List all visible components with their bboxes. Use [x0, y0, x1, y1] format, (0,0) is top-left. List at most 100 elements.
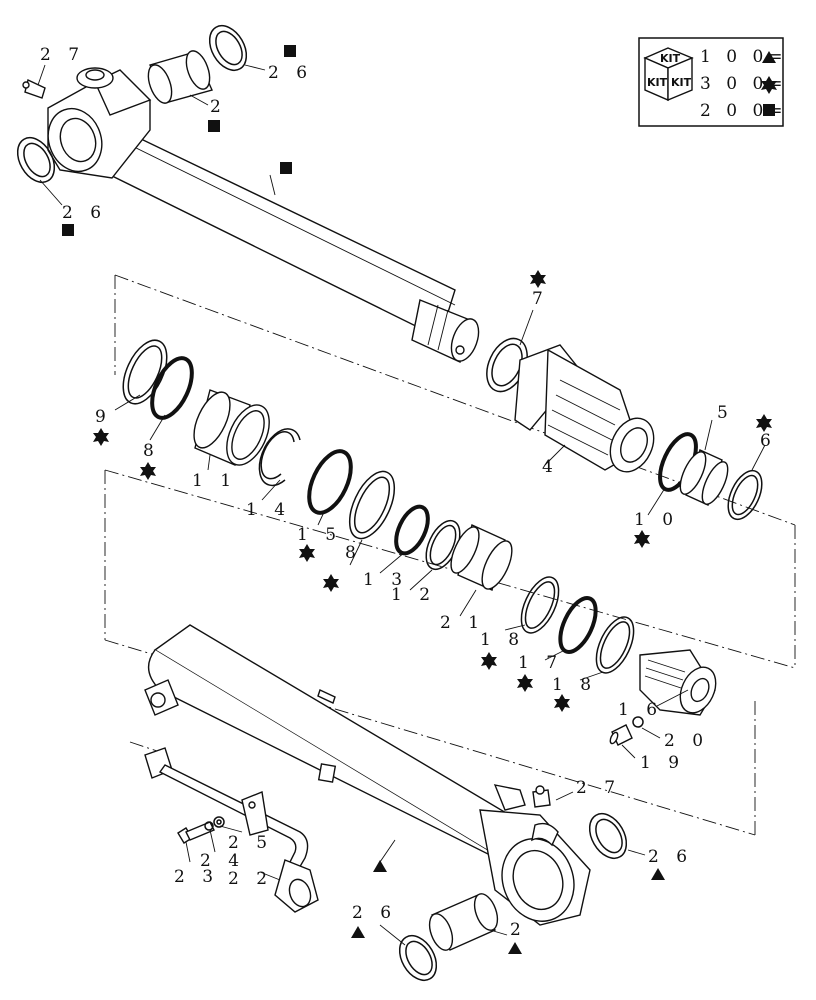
seal-15 [307, 449, 353, 515]
star-icon [481, 652, 497, 670]
ring-8-lower [348, 470, 396, 540]
callout-4: 4 [542, 457, 559, 477]
piston-4 [514, 344, 655, 473]
pipe-22 [144, 747, 319, 913]
square-icon [208, 120, 220, 132]
callout-8-upper: 8 [143, 441, 160, 461]
kit-cube-icon: KIT KIT KIT [643, 47, 694, 102]
o-ring-26-lower-right-inner [595, 818, 623, 854]
star-icon [761, 76, 777, 94]
washer-24 [204, 821, 214, 831]
callout-22: 2 2 [228, 869, 273, 889]
star-icon [756, 414, 772, 432]
star-icon [530, 270, 546, 288]
callout-23: 2 3 [174, 867, 219, 887]
o-ring-26-upper-right-inner [215, 30, 243, 66]
o-ring-20 [632, 716, 644, 728]
callout-26-upper-left: 2 6 [62, 203, 107, 223]
cylinder-barrel-upper [47, 67, 480, 363]
callout-2-upper: 2 [210, 97, 227, 117]
bushing-11 [193, 389, 270, 466]
callout-27-lower: 2 7 [576, 778, 621, 798]
o-ring-26-upper-right [208, 24, 248, 72]
ring-12-inner [429, 524, 457, 566]
callout-26-lower-left: 2 6 [352, 903, 397, 923]
callout-5: 5 [717, 403, 734, 423]
snap-ring-14-inner [260, 431, 295, 480]
star-icon [634, 530, 650, 548]
kit-face-top: KIT [660, 52, 681, 65]
bushing-21 [450, 524, 513, 591]
callout-21: 2 1 [440, 613, 485, 633]
kit-face-right: KIT [671, 76, 692, 89]
callout-2-lower: 2 [510, 920, 527, 940]
ring-9 [122, 339, 168, 405]
snap-ring-14 [258, 428, 301, 487]
ring-9-inner [127, 345, 163, 399]
callout-18-right: 1 8 [552, 675, 597, 695]
leader-lines [37, 64, 766, 946]
triangle-icon [762, 51, 776, 63]
washer-25 [213, 816, 225, 828]
star-icon [517, 674, 533, 692]
seal-17 [558, 596, 598, 654]
callout-9: 9 [95, 407, 112, 427]
alignment-lines [104, 274, 796, 836]
callout-11: 1 1 [192, 471, 237, 491]
callout-27-upper: 2 7 [40, 45, 85, 65]
grease-nipple-27-upper [22, 79, 46, 99]
callout-labels: 2 7 2 6 2 2 6 7 9 8 1 1 1 4 1 5 8 1 3 1 … [40, 45, 777, 940]
o-ring-26-lower-left-inner [405, 940, 433, 976]
gland-16 [639, 649, 717, 716]
bushing-2-lower [428, 893, 499, 951]
triangle-icon [351, 926, 365, 938]
kit-legend: KIT KIT KIT 1 0 0= 3 0 0= 2 0 0= [638, 37, 788, 127]
callout-10: 1 0 [634, 510, 679, 530]
bolt-23 [177, 821, 215, 844]
legend-code-100: 1 0 0= [700, 47, 788, 67]
kit-symbols [62, 45, 772, 954]
callout-13: 1 3 [363, 570, 408, 590]
cylinder-tube-lower [144, 624, 591, 926]
kit-face-left: KIT [647, 76, 668, 89]
callout-18-left: 1 8 [480, 630, 525, 650]
star-icon [554, 694, 570, 712]
legend-code-200: 2 0 0= [700, 101, 788, 121]
washer-25-hole [216, 819, 222, 825]
o-ring-26-lower-left [398, 934, 438, 982]
star-icon [323, 574, 339, 592]
callout-24: 2 4 [200, 851, 245, 871]
o-ring-26-upper-left-inner [23, 142, 51, 178]
seal-13 [394, 504, 430, 556]
square-icon [62, 224, 74, 236]
callout-26-lower-right: 2 6 [648, 847, 693, 867]
square-icon [763, 104, 775, 116]
ring-18-right-inner [599, 621, 631, 669]
triangle-icon [508, 942, 522, 954]
callout-20: 2 0 [664, 731, 709, 751]
callout-25: 2 5 [228, 833, 273, 853]
square-icon [284, 45, 296, 57]
callout-26-upper-right: 2 6 [268, 63, 313, 83]
check-valve-19 [609, 724, 633, 746]
seal-8-upper [150, 356, 194, 420]
o-ring-26-lower-right [588, 812, 628, 860]
star-icon [140, 462, 156, 480]
ring-6 [727, 469, 763, 521]
grease-nipple-27-lower [531, 785, 559, 847]
ring-18-left-inner [524, 581, 556, 629]
callout-19: 1 9 [640, 753, 685, 773]
star-icon [299, 544, 315, 562]
square-icon [280, 162, 292, 174]
wear-ring-5 [679, 449, 729, 506]
callout-16: 1 6 [618, 700, 663, 720]
star-icon [93, 428, 109, 446]
callout-15: 1 5 [297, 525, 342, 545]
bushing-2-upper [147, 50, 213, 104]
callout-14: 1 4 [246, 500, 291, 520]
ring-6-inner [731, 474, 759, 516]
callout-8-lower: 8 [345, 543, 362, 563]
callout-6: 6 [760, 431, 777, 451]
